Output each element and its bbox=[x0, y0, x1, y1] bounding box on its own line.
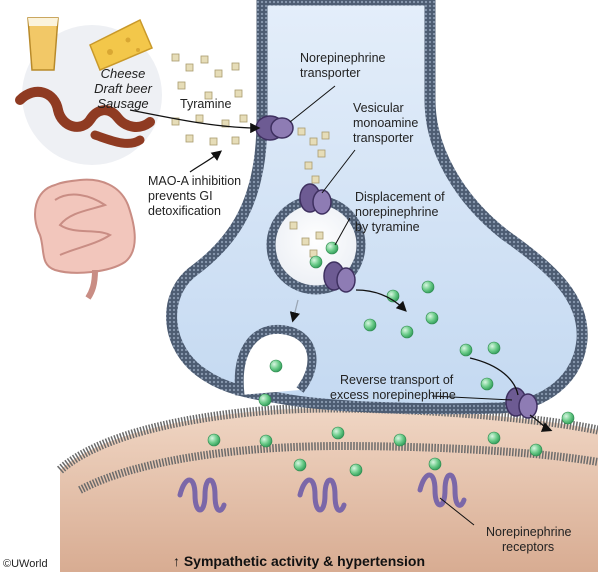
food-sources bbox=[15, 17, 162, 165]
mao-label-3: detoxification bbox=[148, 204, 221, 218]
food-label-beer: Draft beer bbox=[94, 81, 152, 96]
vmat-label-1: Vesicular bbox=[353, 101, 404, 115]
presynaptic-terminal bbox=[166, 0, 588, 415]
sausage-icon bbox=[15, 86, 155, 148]
net-label-2: transporter bbox=[300, 66, 360, 80]
arrows bbox=[129, 109, 553, 432]
vmat-label-2: monoamine bbox=[353, 116, 418, 130]
food-label-sausage: Sausage bbox=[97, 96, 148, 111]
disp-label-2: norepinephrine bbox=[355, 205, 438, 219]
cheese-icon bbox=[89, 18, 153, 71]
bottom-title: ↑ Sympathetic activity & hypertension bbox=[173, 553, 425, 569]
net-label-1: Norepinephrine bbox=[300, 51, 386, 65]
rev-label-1: Reverse transport of bbox=[340, 373, 454, 387]
vmat-label-3: transporter bbox=[353, 131, 413, 145]
tyramine-molecules bbox=[171, 53, 330, 258]
receptor-label-1: Norepinephrine bbox=[486, 525, 572, 539]
vmat-transporter-icon bbox=[299, 183, 332, 215]
norepinephrine-transporter-icon bbox=[255, 115, 294, 141]
mao-label-1: MAO-A inhibition bbox=[148, 174, 241, 188]
receptor-label-2: receptors bbox=[502, 540, 554, 554]
rev-label-2: excess norepinephrine bbox=[330, 388, 456, 402]
leader-lines bbox=[289, 85, 513, 526]
disp-label-1: Displacement of bbox=[355, 190, 445, 204]
copyright: ©UWorld bbox=[3, 558, 48, 570]
beer-glass-icon bbox=[27, 17, 59, 71]
food-label-cheese: Cheese bbox=[101, 66, 146, 81]
norepinephrine-receptor-icons bbox=[177, 472, 467, 513]
vesicle-transporter-icon bbox=[323, 261, 356, 293]
postsynaptic-neuron bbox=[56, 403, 598, 572]
norepinephrine-molecules bbox=[207, 241, 575, 477]
mao-label-2: prevents GI bbox=[148, 189, 213, 203]
disp-label-3: by tyramine bbox=[355, 220, 420, 234]
intestine-icon bbox=[34, 178, 136, 300]
tyramine-label: Tyramine bbox=[180, 97, 231, 111]
